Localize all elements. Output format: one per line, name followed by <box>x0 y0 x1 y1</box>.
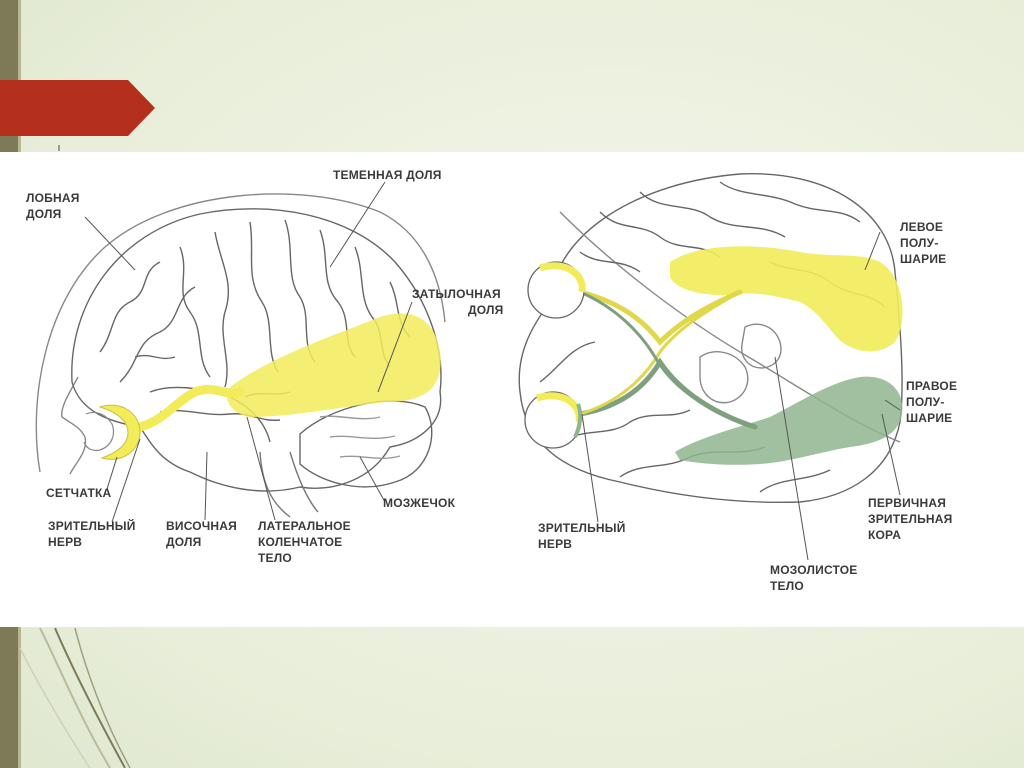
label-pvc-line3: КОРА <box>868 528 902 542</box>
label-occipital-lobe: ЗАТЫЛОЧНАЯ ДОЛЯ <box>412 286 503 318</box>
occipital-highlight <box>226 313 441 417</box>
label-frontal-lobe-line1: ЛОБНАЯ <box>26 191 80 205</box>
label-optic-nerve-right: ЗРИТЕЛЬНЫЙ НЕРВ <box>538 520 626 552</box>
lateral-leader-lines <box>84 181 413 523</box>
retina-highlight <box>98 404 141 460</box>
label-cerebellum: МОЗЖЕЧОК <box>383 496 456 510</box>
label-frontal-lobe: ЛОБНАЯ ДОЛЯ <box>26 190 80 222</box>
eye-outline <box>83 411 115 452</box>
label-frontal-lobe-line2: ДОЛЯ <box>26 207 62 221</box>
label-optic-nerve-right-line2: НЕРВ <box>538 537 573 551</box>
right-optic-tract-2 <box>579 290 756 429</box>
label-lgn-line3: ТЕЛО <box>258 551 292 565</box>
label-right-hemisphere: ПРАВОЕ ПОЛУ- ШАРИЕ <box>906 378 957 426</box>
label-temporal-lobe-line1: ВИСОЧНАЯ <box>166 519 237 533</box>
face-profile <box>61 376 87 475</box>
label-lgn-line1: ЛАТЕРАЛЬНОЕ <box>258 519 351 533</box>
label-retina: СЕТЧАТКА <box>46 486 112 500</box>
lateral-visual-pathway <box>83 313 441 460</box>
label-optic-nerve-right-line1: ЗРИТЕЛЬНЫЙ <box>538 521 626 535</box>
label-optic-nerve-left: ЗРИТЕЛЬНЫЙ НЕРВ <box>48 518 136 550</box>
label-lateral-geniculate: ЛАТЕРАЛЬНОЕ КОЛЕНЧАТОЕ ТЕЛО <box>258 518 351 566</box>
head-outline <box>35 193 446 473</box>
left-visual-cortex-highlight <box>670 246 903 352</box>
label-corpus-callosum-line1: МОЗОЛИСТОЕ <box>770 563 858 577</box>
diagram-drawing <box>35 173 903 561</box>
label-right-hemisphere-line3: ШАРИЕ <box>906 411 953 425</box>
title-arrow-tab <box>0 80 155 136</box>
optic-radiation <box>135 384 245 432</box>
label-parietal-lobe: ТЕМЕННАЯ ДОЛЯ <box>333 168 442 182</box>
label-pvc-line1: ПЕРВИЧНАЯ <box>868 496 947 510</box>
label-primary-visual-cortex: ПЕРВИЧНАЯ ЗРИТЕЛЬНАЯ КОРА <box>868 495 952 543</box>
label-optic-nerve-left-line2: НЕРВ <box>48 535 83 549</box>
label-right-hemisphere-line2: ПОЛУ- <box>906 395 945 409</box>
slide-marker <box>58 145 60 151</box>
label-left-hemisphere: ЛЕВОЕ ПОЛУ- ШАРИЕ <box>900 219 946 267</box>
inferior-visual-pathway <box>524 246 903 465</box>
label-left-hemisphere-line2: ПОЛУ- <box>900 236 939 250</box>
label-left-hemisphere-line3: ШАРИЕ <box>900 252 947 266</box>
label-right-hemisphere-line1: ПРАВОЕ <box>906 379 958 393</box>
left-optic-tract <box>577 289 743 346</box>
label-left-hemisphere-line1: ЛЕВОЕ <box>900 220 944 234</box>
label-temporal-lobe: ВИСОЧНАЯ ДОЛЯ <box>166 518 237 550</box>
inferior-leader-lines <box>581 231 901 561</box>
decorative-grass-lines <box>19 628 131 768</box>
right-visual-cortex-highlight <box>675 376 903 465</box>
label-optic-nerve-left-line1: ЗРИТЕЛЬНЫЙ <box>48 519 136 533</box>
label-lgn-line2: КОЛЕНЧАТОЕ <box>258 535 343 549</box>
label-corpus-callosum-line2: ТЕЛО <box>770 579 804 593</box>
left-optic-tract-2 <box>579 290 741 416</box>
diagram-panel: ЛОБНАЯ ДОЛЯ ТЕМЕННАЯ ДОЛЯ ЗАТЫЛОЧНАЯ ДОЛ… <box>0 152 1024 627</box>
label-occipital-lobe-line1: ЗАТЫЛОЧНАЯ <box>412 287 501 301</box>
label-pvc-line2: ЗРИТЕЛЬНАЯ <box>868 512 953 526</box>
brain-stem <box>259 451 319 518</box>
label-temporal-lobe-line2: ДОЛЯ <box>166 535 202 549</box>
label-occipital-lobe-line2: ДОЛЯ <box>468 303 504 317</box>
label-corpus-callosum: МОЗОЛИСТОЕ ТЕЛО <box>770 562 858 594</box>
